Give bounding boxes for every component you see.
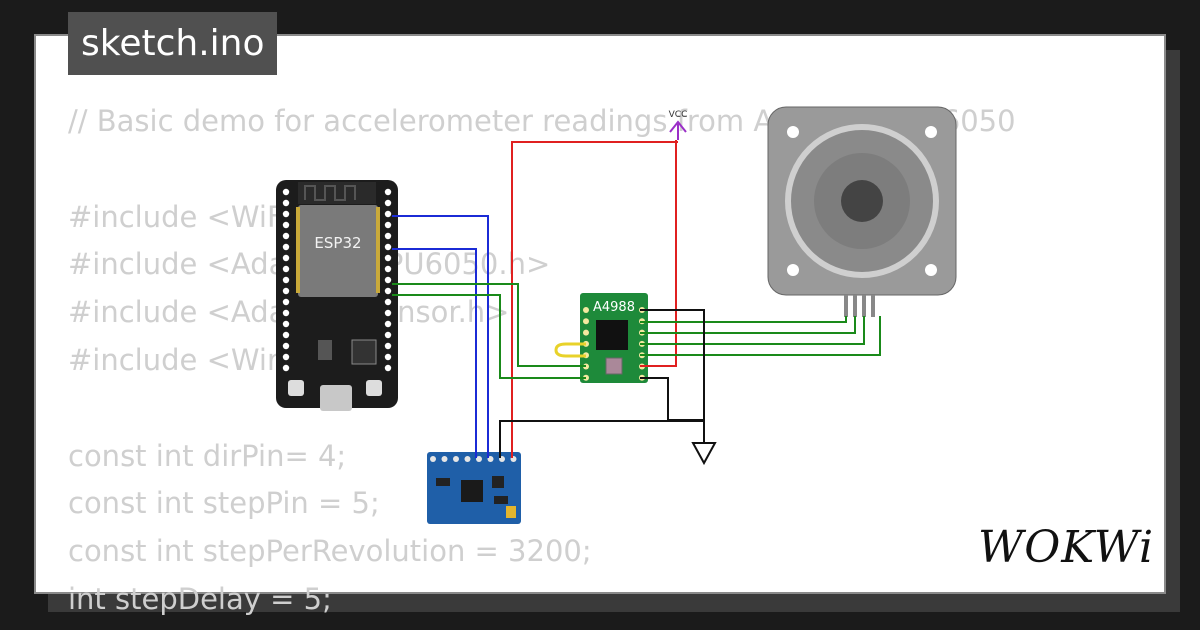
esp32-pin bbox=[282, 364, 290, 372]
vcc-label: VCC bbox=[669, 110, 688, 120]
mpu6050-pin bbox=[464, 456, 471, 462]
usb-port bbox=[320, 385, 352, 411]
esp32-pin bbox=[384, 298, 392, 306]
esp32-pin bbox=[384, 199, 392, 207]
mpu6050-pin bbox=[453, 456, 459, 462]
file-tab-label: sketch.ino bbox=[81, 23, 265, 64]
esp32-pin bbox=[282, 210, 290, 218]
mpu6050-pin bbox=[430, 456, 436, 462]
esp32-pin bbox=[384, 309, 392, 317]
mpu6050-board[interactable] bbox=[427, 452, 521, 524]
esp32-pin bbox=[384, 265, 392, 273]
esp32-pin bbox=[282, 221, 290, 229]
esp32-pin bbox=[282, 243, 290, 251]
esp32-board[interactable]: ESP32 bbox=[276, 180, 398, 411]
esp32-pin bbox=[282, 254, 290, 262]
a4988-pin bbox=[583, 329, 589, 336]
esp32-pin bbox=[384, 353, 392, 361]
esp32-pin bbox=[384, 364, 392, 372]
esp32-pin bbox=[384, 221, 392, 229]
vcc-symbol: VCC bbox=[669, 110, 688, 140]
esp32-pin bbox=[282, 331, 290, 339]
esp32-pin bbox=[384, 276, 392, 284]
esp32-pin bbox=[282, 298, 290, 306]
esp32-pin bbox=[282, 320, 290, 328]
mpu6050-pin bbox=[476, 456, 482, 462]
stepper-motor[interactable] bbox=[767, 106, 957, 317]
esp32-pin bbox=[384, 331, 392, 339]
esp32-module bbox=[298, 205, 378, 297]
file-tab[interactable]: sketch.ino bbox=[68, 12, 278, 75]
esp32-pin bbox=[384, 320, 392, 328]
esp32-pin bbox=[384, 287, 392, 295]
a4988-driver[interactable]: A4988 bbox=[580, 293, 648, 383]
esp32-pin bbox=[282, 276, 290, 284]
esp32-label: ESP32 bbox=[314, 234, 361, 252]
esp32-pin bbox=[384, 188, 392, 196]
a4988-pin bbox=[583, 318, 589, 325]
esp32-pin bbox=[384, 254, 392, 262]
esp32-pin bbox=[282, 287, 290, 295]
esp32-pin bbox=[384, 232, 392, 240]
esp32-pin bbox=[282, 353, 290, 361]
esp32-pin bbox=[282, 265, 290, 273]
mpu6050-pin bbox=[441, 456, 448, 462]
wokwi-logo: WOKWi bbox=[978, 522, 1155, 573]
code-line: const int stepPin = 5; bbox=[68, 486, 380, 521]
esp32-pin bbox=[282, 188, 290, 196]
esp32-pin bbox=[282, 232, 290, 240]
esp32-pin bbox=[282, 342, 290, 350]
code-line: int stepDelay = 5; bbox=[68, 581, 332, 616]
esp32-pin bbox=[384, 210, 392, 218]
a4988-label: A4988 bbox=[593, 300, 635, 315]
esp32-pin bbox=[384, 342, 392, 350]
esp32-pin bbox=[282, 199, 290, 207]
a4988-pin bbox=[583, 307, 589, 313]
esp32-pin bbox=[384, 243, 392, 251]
wires bbox=[392, 140, 881, 458]
code-line: const int stepPerRevolution = 3200; bbox=[68, 534, 592, 569]
esp32-pin bbox=[282, 309, 290, 317]
code-line: const int dirPin= 4; bbox=[68, 438, 347, 473]
